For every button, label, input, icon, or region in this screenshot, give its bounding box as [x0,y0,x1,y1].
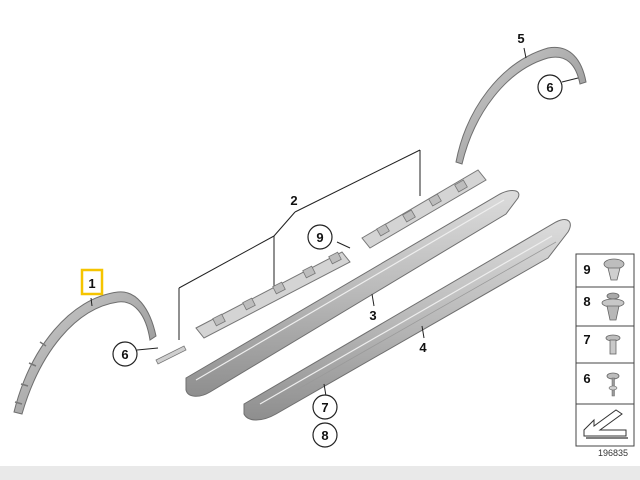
legend-item-9[interactable]: 9 [583,258,625,281]
callout-circle-9[interactable]: 9 [307,224,333,250]
callout-circle-7-label: 7 [321,400,328,415]
legend-item-6-label: 6 [583,371,590,386]
callout-part-4[interactable]: 4 [419,340,427,355]
part-2-bracket [178,149,421,340]
direction-arrow-icon [583,409,628,439]
callout-part-3[interactable]: 3 [369,308,376,323]
expanding-rivet-icon [601,292,625,321]
callout-part-1-label: 1 [88,276,95,291]
small-bracket [155,345,187,365]
callout-circle-8[interactable]: 8 [312,422,338,448]
callout-circle-8-label: 8 [321,428,328,443]
callout-circle-6-rear[interactable]: 6 [537,74,563,100]
side-sill-panel [243,219,571,421]
callout-circle-6-front[interactable]: 6 [112,341,138,367]
callout-circle-6-rear-label: 6 [546,80,553,95]
callout-part-1[interactable]: 1 [80,268,104,296]
callout-part-2[interactable]: 2 [290,193,297,208]
push-clip-icon [603,258,625,281]
side-sill-cover [185,190,520,397]
legend-item-7-label: 7 [583,332,590,347]
legend-item-8[interactable]: 8 [583,292,625,321]
legend-item-7[interactable]: 7 [583,332,621,355]
legend-item-6[interactable]: 6 [583,371,620,397]
fastener-legend: 9 8 7 6 [575,253,635,447]
callout-circle-7[interactable]: 7 [312,394,338,420]
front-wheel-arch-trim [13,291,157,415]
callout-part-5[interactable]: 5 [517,31,524,46]
mounting-rail-rear [361,169,487,249]
screw-clip-icon [606,372,620,397]
rivet-pin-icon [605,334,621,355]
legend-item-8-label: 8 [583,294,590,309]
footer-bar [0,466,640,480]
rear-wheel-arch-trim [455,46,587,165]
reference-number: 196835 [598,448,628,458]
callout-circle-6-front-label: 6 [121,347,128,362]
callout-circle-9-label: 9 [316,230,323,245]
mounting-rail-front [195,251,351,339]
legend-item-9-label: 9 [583,262,590,277]
